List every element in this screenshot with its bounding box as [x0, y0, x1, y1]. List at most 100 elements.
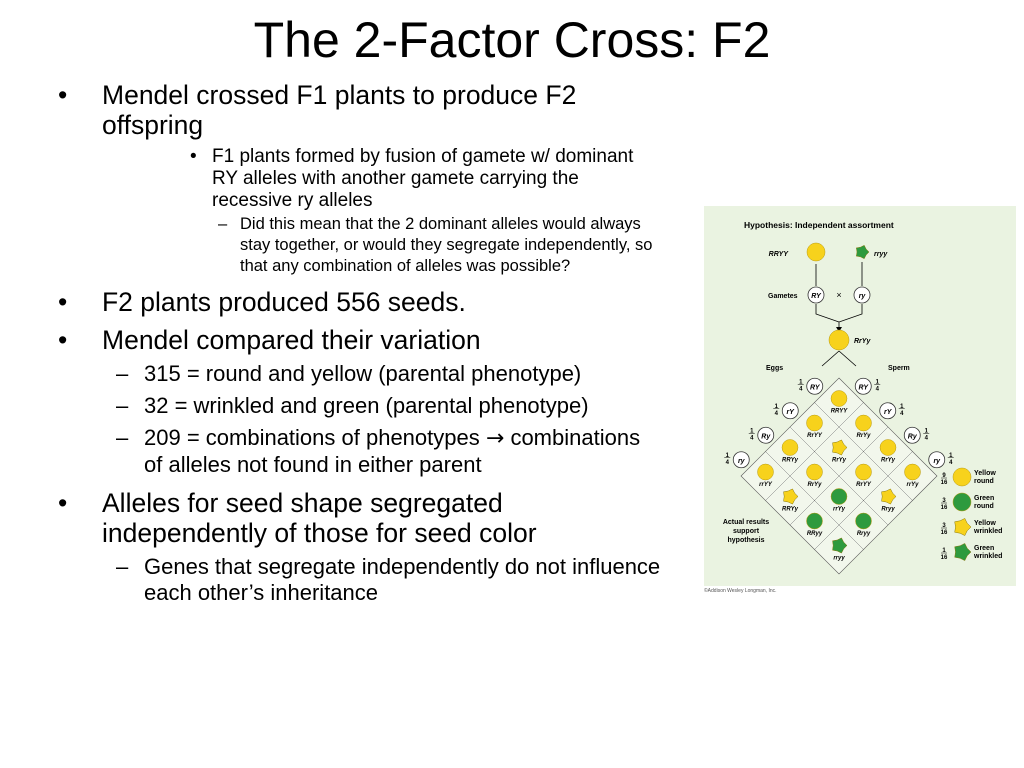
yellow-round-pea-icon: [828, 329, 850, 351]
sub-bullet-item: • F1 plants formed by fusion of gamete w…: [190, 146, 658, 212]
bullet-marker: •: [58, 325, 68, 355]
legend-label: wrinkled: [973, 553, 1002, 560]
green-round-pea-icon: [806, 512, 823, 530]
bullet-marker: •: [58, 80, 68, 110]
bullet-item: • Alleles for seed shape segregated inde…: [58, 488, 658, 548]
yellow-round-pea-icon: [904, 463, 921, 481]
fraction-numerator: 1: [900, 404, 904, 410]
sub-sub-bullet-item: – Did this mean that the 2 dominant alle…: [218, 214, 658, 277]
parent-genotype: rryy: [874, 251, 888, 258]
sub-bullet-text: 315 = round and yellow (parental phenoty…: [144, 361, 582, 386]
bullet-item: • F2 plants produced 556 seeds.: [58, 287, 658, 317]
gametes-label: Gametes: [768, 293, 798, 300]
fraction-denominator: 16: [941, 530, 948, 536]
legend-pea-icon: [954, 518, 972, 536]
yellow-round-pea-icon: [855, 463, 872, 481]
result-caption: Actual results: [723, 519, 769, 526]
fraction-denominator: 4: [726, 460, 730, 466]
fraction-denominator: 4: [925, 435, 929, 441]
arrowhead-icon: [836, 327, 842, 332]
gamete-circle: [757, 426, 775, 444]
yellow-round-pea-icon: [806, 242, 826, 262]
cell-genotype: rrYY: [759, 482, 773, 488]
sub-bullet-text: Genes that segregate independently do no…: [144, 554, 661, 605]
result-caption: hypothesis: [728, 537, 765, 544]
gamete-label: RY: [810, 384, 821, 391]
slide-title: The 2-Factor Cross: F2: [253, 12, 771, 68]
cell-genotype: rrYy: [906, 482, 919, 488]
bullet-marker: •: [58, 287, 68, 317]
legend-label: Yellow: [974, 470, 996, 477]
fraction-numerator: 9: [942, 473, 946, 479]
legend-label: Green: [974, 545, 994, 552]
yellow-round-pea-icon: [757, 463, 774, 481]
cell-genotype: rrYy: [833, 507, 846, 513]
arrow-line: [838, 350, 857, 367]
cell-genotype: Rryy: [857, 531, 871, 537]
yellow-round-pea-icon: [806, 414, 823, 432]
sub-sub-bullet-text: Did this mean that the 2 dominant allele…: [240, 215, 653, 275]
sub-bullet-text: combinations of alleles not found in eit…: [144, 425, 641, 477]
fraction-numerator: 1: [726, 453, 730, 459]
yellow-wrinkled-pea-icon: [783, 488, 799, 505]
legend-label: Yellow: [974, 520, 996, 527]
bullet-text: F2 plants produced 556 seeds.: [102, 287, 466, 317]
result-caption: support: [733, 528, 760, 535]
yellow-round-pea-icon: [830, 390, 848, 407]
bullet-marker: •: [190, 146, 197, 167]
gamete-label: rY: [787, 409, 796, 416]
cell-genotype: rryy: [833, 556, 845, 562]
fraction-denominator: 4: [799, 386, 803, 392]
fraction-numerator: 1: [750, 428, 754, 434]
cell-genotype: RRYy: [782, 458, 799, 464]
gamete-circle: [903, 426, 921, 444]
fraction-denominator: 16: [941, 555, 948, 561]
fraction-numerator: 1: [799, 379, 803, 385]
yellow-round-pea-icon: [806, 463, 823, 481]
gamete-circle: [879, 402, 897, 420]
legend-label: wrinkled: [973, 528, 1002, 535]
fraction-denominator: 4: [750, 435, 754, 441]
yellow-round-pea-icon: [855, 414, 872, 432]
sub-bullet-item: – 209 = combinations of phenotypes → com…: [116, 425, 664, 478]
gamete-circle: [807, 286, 825, 304]
gamete-label: ry: [738, 458, 746, 465]
fraction-numerator: 1: [775, 404, 779, 410]
fraction-numerator: 1: [949, 453, 953, 459]
cell-genotype: RrYy: [832, 458, 847, 464]
dash-marker: –: [116, 393, 129, 418]
fraction-denominator: 4: [900, 411, 904, 417]
gamete-circle: [854, 377, 872, 395]
gamete-label: ry: [933, 458, 941, 465]
cell-genotype: RrYY: [856, 482, 872, 488]
cell-genotype: RrYy: [856, 433, 871, 439]
bullet-item: • Mendel compared their variation: [58, 325, 658, 355]
sub-bullet-text: 209 = combinations of phenotypes: [144, 425, 480, 450]
green-wrinkled-pea-icon: [832, 537, 848, 554]
gamete-circle: [781, 402, 799, 420]
yellow-round-pea-icon: [879, 439, 897, 456]
cell-genotype: RRyy: [807, 531, 823, 537]
fraction-numerator: 1: [925, 428, 929, 434]
figure-heading: Hypothesis: Independent assortment: [744, 220, 894, 230]
legend-label: round: [974, 478, 994, 485]
legend-pea-icon: [952, 492, 972, 512]
gamete-label: RY: [858, 384, 869, 391]
bullet-text: Mendel compared their variation: [102, 325, 481, 355]
gamete-label: rY: [884, 409, 893, 416]
legend-label: Green: [974, 495, 994, 502]
cell-genotype: RrYy: [807, 482, 822, 488]
punnett-grid-line: [765, 451, 864, 550]
fraction-numerator: 3: [942, 498, 946, 504]
sub-bullet-text: 32 = wrinkled and green (parental phenot…: [144, 393, 589, 418]
sub-bullet-text: F1 plants formed by fusion of gamete w/ …: [212, 146, 634, 211]
punnett-grid-line: [789, 426, 889, 526]
arrow-line: [821, 350, 840, 367]
gamete-label: RY: [811, 293, 822, 300]
fraction-numerator: 1: [876, 379, 880, 385]
cell-genotype: RrYY: [807, 433, 823, 439]
bullet-item: • Mendel crossed F1 plants to produce F2…: [58, 80, 658, 140]
gamete-label: Ry: [761, 433, 771, 440]
